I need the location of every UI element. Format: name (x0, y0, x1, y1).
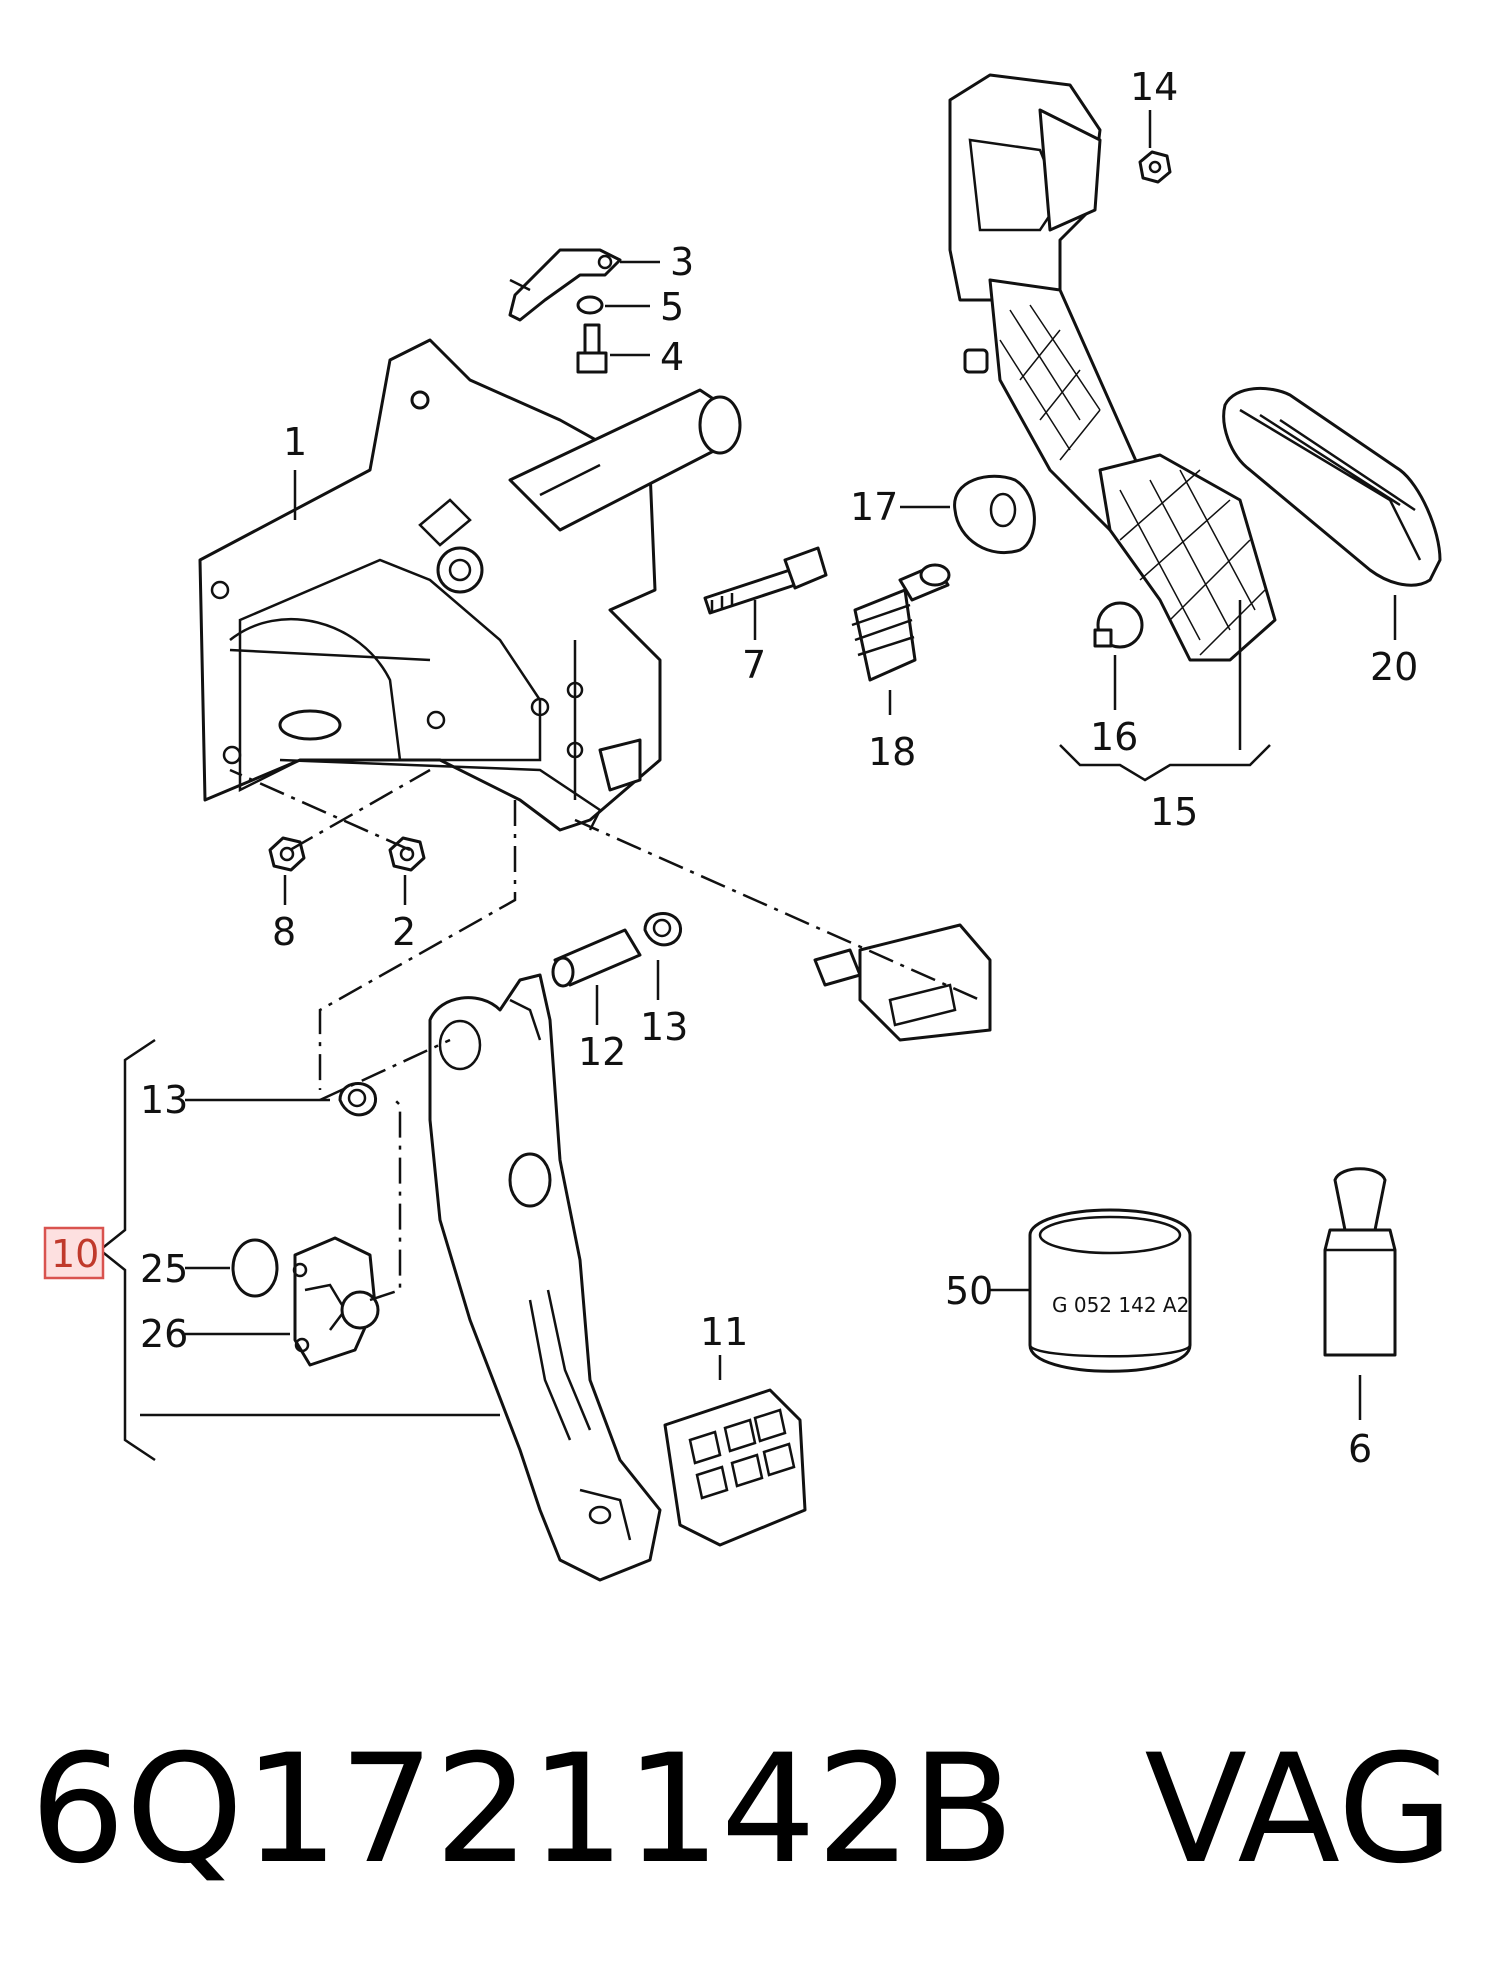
callout-10: 10 (51, 1232, 99, 1276)
bump-stop (1093, 601, 1144, 649)
callout-6: 6 (1348, 1427, 1372, 1471)
clutch-pad (663, 1388, 807, 1547)
cable-end (813, 923, 992, 1042)
clutch-pedal (428, 973, 662, 1582)
switch-housing-26 (292, 1236, 380, 1367)
assembly-lines (229, 768, 981, 1302)
callout-16: 16 (1090, 715, 1138, 759)
callout-20: 20 (1370, 645, 1418, 689)
callout-3: 3 (670, 240, 694, 284)
pedal-bracket (198, 338, 742, 832)
gasket-25 (231, 1238, 279, 1298)
callout-2: 2 (392, 910, 416, 954)
part-number: 6Q1721142B (30, 1723, 1015, 1897)
callouts: 1 2 3 4 5 6 7 8 10 11 12 13 13 14 15 16 … (43, 65, 1418, 1471)
accelerator-pad (1222, 386, 1442, 587)
container-label: G 052 142 A2 (1052, 1293, 1189, 1317)
callout-15: 15 (1150, 790, 1198, 834)
bolt (576, 323, 608, 374)
callout-50: 50 (945, 1269, 993, 1313)
callout-13-upper: 13 (640, 1005, 688, 1049)
bushing-lower (338, 1082, 377, 1117)
grease-container: G 052 142 A2 (1028, 1208, 1192, 1373)
stop-disc (953, 474, 1036, 555)
callout-1: 1 (283, 420, 307, 464)
brand-name: VAG (1144, 1723, 1454, 1897)
accelerator-pedal-module (948, 73, 1277, 662)
long-bolt (703, 546, 828, 615)
callout-13-lower: 13 (140, 1078, 188, 1122)
callout-26: 26 (140, 1312, 188, 1356)
callout-17: 17 (850, 485, 898, 529)
callout-5: 5 (660, 285, 684, 329)
callout-4: 4 (660, 335, 684, 379)
spacer-sleeve (551, 928, 642, 988)
callout-8: 8 (272, 910, 296, 954)
sealant-bottle (1323, 1167, 1397, 1357)
callout-10-highlight (43, 1226, 105, 1280)
bushing-upper (643, 912, 682, 947)
callout-12: 12 (578, 1030, 626, 1074)
damper (851, 563, 951, 682)
retaining-clip (508, 248, 622, 322)
callout-11: 11 (700, 1310, 748, 1354)
callout-18: 18 (868, 730, 916, 774)
callout-25: 25 (140, 1247, 188, 1291)
callout-14: 14 (1130, 65, 1178, 109)
nut-14 (1138, 150, 1172, 184)
washer (576, 295, 604, 315)
pedal-assembly-diagram: G 052 142 A2 (43, 65, 1442, 1582)
callout-7: 7 (742, 643, 766, 687)
nut-8 (268, 836, 306, 872)
footer-caption: 6Q1721142B VAG (30, 1710, 1454, 1910)
